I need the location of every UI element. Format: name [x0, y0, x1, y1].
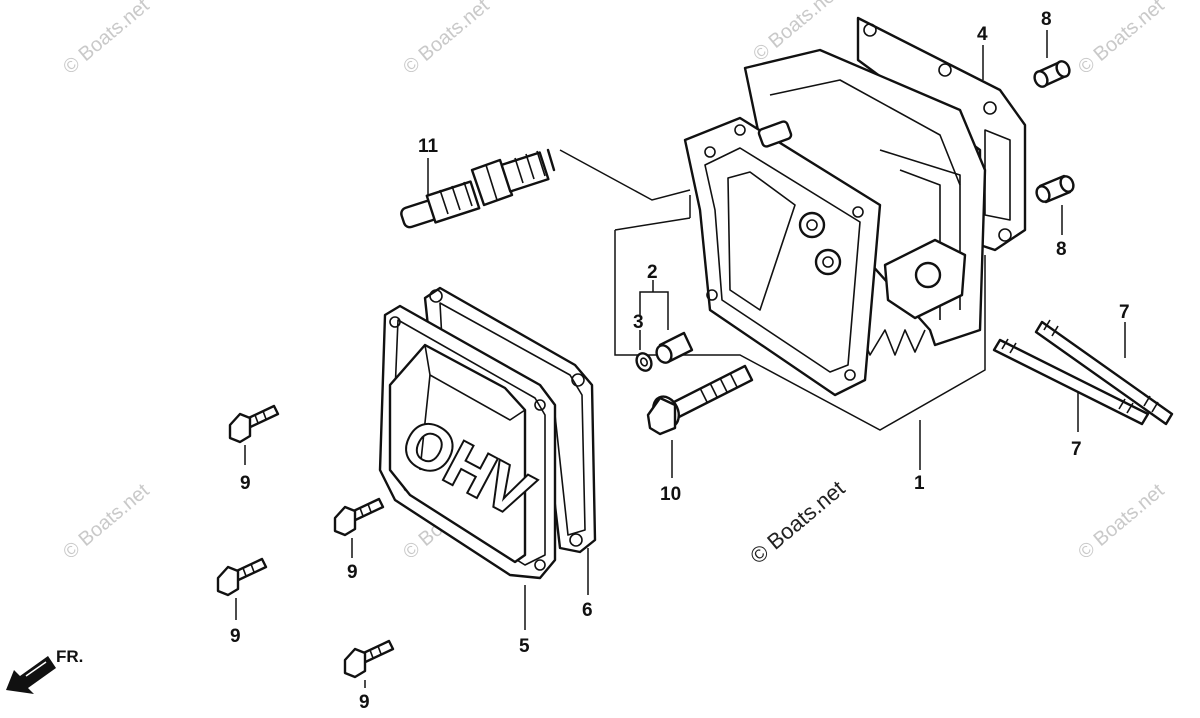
dowel-pin-upper: [1033, 60, 1071, 88]
watermark: © Boats.net: [59, 479, 154, 563]
flange-bolt-9-a: [228, 404, 280, 444]
callout-10: 10: [660, 484, 681, 505]
assembly-bracket: [614, 195, 986, 431]
callout-5: 5: [519, 636, 530, 657]
stud-bolt-lower: [992, 338, 1150, 426]
spark-plug: [400, 148, 556, 229]
flange-bolt-9-d: [343, 639, 395, 679]
dowel-pin-2: [655, 331, 694, 364]
callout-8-upper: 8: [1041, 9, 1052, 30]
callout-2: 2: [647, 262, 658, 283]
spark-plug-leader: [559, 149, 691, 201]
callout-9-d: 9: [359, 692, 370, 713]
callout-7-lower: 7: [1071, 439, 1082, 460]
watermark: © Boats.net: [1074, 0, 1169, 79]
arrow-left-down-icon: [6, 656, 56, 694]
flange-bolt-9-c: [216, 557, 268, 597]
direction-label: FR.: [56, 647, 83, 666]
flange-bolt-10: [646, 364, 754, 436]
washer-3: [635, 352, 653, 372]
callout-8-lower: 8: [1056, 239, 1067, 260]
flange-bolt-9-b: [333, 497, 385, 537]
callout-9-b: 9: [347, 562, 358, 583]
watermark-main: © Boats.net: [745, 476, 849, 569]
callout-9-c: 9: [230, 626, 241, 647]
cylinder-head: [683, 16, 1027, 397]
callout-11: 11: [418, 136, 439, 157]
watermark-layer: © Boats.net © Boats.net © Boats.net © Bo…: [59, 0, 1169, 569]
watermark: © Boats.net: [399, 0, 494, 79]
watermark: © Boats.net: [1074, 479, 1169, 563]
callout-6: 6: [582, 600, 593, 621]
watermark: © Boats.net: [59, 0, 154, 79]
dowel-pin-lower: [1035, 174, 1075, 204]
head-cover: OHV: [378, 304, 557, 580]
callout-4: 4: [977, 24, 988, 45]
stud-bolt-upper: [1034, 319, 1174, 426]
callout-9-a: 9: [240, 473, 251, 494]
callout-3: 3: [633, 312, 644, 333]
callout-1: 1: [914, 473, 925, 494]
callout-7-upper: 7: [1119, 302, 1130, 323]
callout-labels: 1 2 3 4 5 6 7 7 8 8 9 9 9 9 10 11: [230, 9, 1130, 713]
